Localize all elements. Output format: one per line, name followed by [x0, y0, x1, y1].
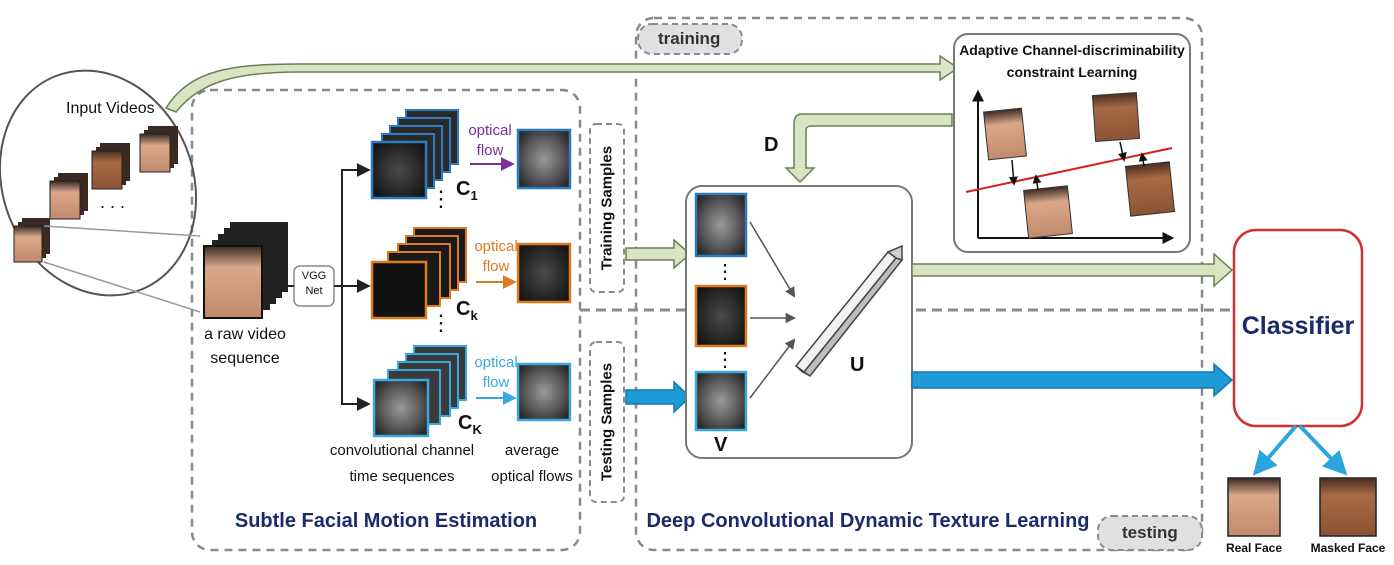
classifier-label: Classifier — [1241, 312, 1355, 340]
classifier-to-masked-arrow — [1298, 424, 1348, 476]
input-video-stack-1 — [139, 126, 178, 173]
training-green-arrow-top — [164, 54, 960, 113]
input-dots: . . . — [100, 192, 125, 212]
acdl-face-real-2 — [1023, 185, 1073, 239]
testing-samples-label: Testing Samples — [598, 362, 616, 482]
avg-flow-cK — [516, 362, 572, 422]
optical-flow-ck-line1: optical — [474, 238, 518, 255]
optical-flow-cK-line1: optical — [474, 354, 518, 371]
classifier-to-real-arrow — [1252, 424, 1298, 476]
optical-flow-c1-line1: optical — [468, 122, 512, 139]
input-video-stack-2 — [91, 143, 130, 190]
cK-label: CK — [458, 412, 482, 437]
raw-video-stack — [203, 222, 288, 319]
zoom-line-bottom — [43, 261, 201, 313]
testing-tag-label: testing — [1122, 523, 1178, 542]
dcdtl-title: Deep Convolutional Dynamic Texture Learn… — [646, 510, 1090, 532]
acdl-title-line1: Adaptive Channel-discriminability — [959, 42, 1185, 58]
acdl-move-1 — [1008, 159, 1018, 186]
classifier-box — [1232, 228, 1364, 428]
dcdtl-region — [634, 16, 1204, 552]
real-face-label: Real Face — [1225, 541, 1283, 555]
acdl-face-masked-2 — [1124, 161, 1176, 217]
v-label: V — [714, 434, 728, 456]
v-cell-2 — [694, 284, 748, 348]
d-feedback-arrow — [784, 113, 953, 184]
u-to-classifier-green-arrow — [911, 252, 1234, 288]
cK-main: C — [458, 412, 473, 434]
acdl-move-3 — [1032, 174, 1042, 191]
optical-flow-ck-line2: flow — [482, 258, 510, 275]
avg-flow-line2: optical flows — [491, 468, 573, 485]
sfme-region — [190, 88, 582, 552]
conv-seq-line1: convolutional channel — [329, 442, 475, 459]
v3-to-u-arrow — [749, 338, 796, 399]
raw-video-line1: a raw video — [204, 326, 286, 343]
optical-flow-cK-line2: flow — [482, 374, 510, 391]
testing-tag-box — [1097, 515, 1203, 551]
ck-sub: k — [470, 308, 478, 323]
c1-main: C — [456, 178, 471, 200]
acdl-face-real-1 — [983, 107, 1027, 161]
channel-dots-2: ⋮ — [430, 310, 452, 335]
v-cell-1 — [694, 192, 748, 258]
v1-to-u-arrow — [749, 221, 796, 298]
acdl-title-line2: constraint Learning — [1006, 64, 1138, 80]
v-dots-1: ⋮ — [715, 261, 735, 283]
zoom-line-top — [43, 225, 201, 237]
training-tag-label: training — [658, 29, 721, 48]
channel-stack-c1 — [370, 109, 459, 200]
acdl-face-masked-1 — [1091, 91, 1141, 143]
masked-face-label: Masked Face — [1310, 541, 1386, 555]
avg-flow-c1 — [516, 128, 572, 190]
training-to-v-arrow — [625, 238, 692, 270]
training-tag-box — [637, 23, 743, 55]
channel-stack-cK — [372, 345, 467, 438]
input-video-stack-3 — [49, 173, 88, 220]
branch-to-cK — [341, 286, 371, 411]
channel-stack-ck — [370, 227, 467, 320]
sfme-title: Subtle Facial Motion Estimation — [234, 510, 538, 532]
cK-sub: K — [472, 422, 482, 437]
u-label: U — [850, 354, 865, 376]
real-face-image — [1227, 477, 1281, 537]
avg-flow-ck — [516, 242, 572, 304]
channel-dots-1: ⋮ — [430, 186, 452, 211]
input-video-stack-4 — [13, 218, 50, 263]
ck-main: C — [456, 298, 471, 320]
branch-to-c1 — [341, 163, 371, 286]
testing-to-v-arrow — [625, 380, 692, 414]
training-samples-box — [589, 123, 625, 293]
input-videos-label: Input Videos — [66, 100, 155, 117]
u-projection-bar — [794, 244, 904, 378]
vgg-net-line1: VGG — [301, 270, 327, 282]
testing-samples-box — [589, 341, 625, 503]
masked-face-image — [1319, 477, 1377, 537]
training-samples-label: Training Samples — [598, 145, 616, 271]
optical-flow-c1-line2: flow — [476, 142, 504, 159]
v-dots-2: ⋮ — [715, 349, 735, 371]
c1-label: C1 — [456, 178, 478, 203]
u-to-classifier-blue-arrow — [911, 362, 1234, 398]
conv-seq-line2: time sequences — [349, 468, 455, 485]
vgg-net-line2: Net — [305, 285, 323, 297]
acdl-move-2 — [1118, 141, 1127, 162]
acdl-separator-line — [965, 147, 1173, 193]
ck-label: Ck — [456, 298, 478, 323]
input-videos-ellipse — [0, 69, 198, 297]
avg-flow-line1: average — [504, 442, 560, 459]
acdl-move-4 — [1138, 152, 1148, 167]
d-label: D — [764, 134, 779, 156]
c1-sub: 1 — [470, 188, 478, 203]
raw-video-line2: sequence — [210, 350, 280, 367]
v-cell-3 — [694, 370, 748, 432]
